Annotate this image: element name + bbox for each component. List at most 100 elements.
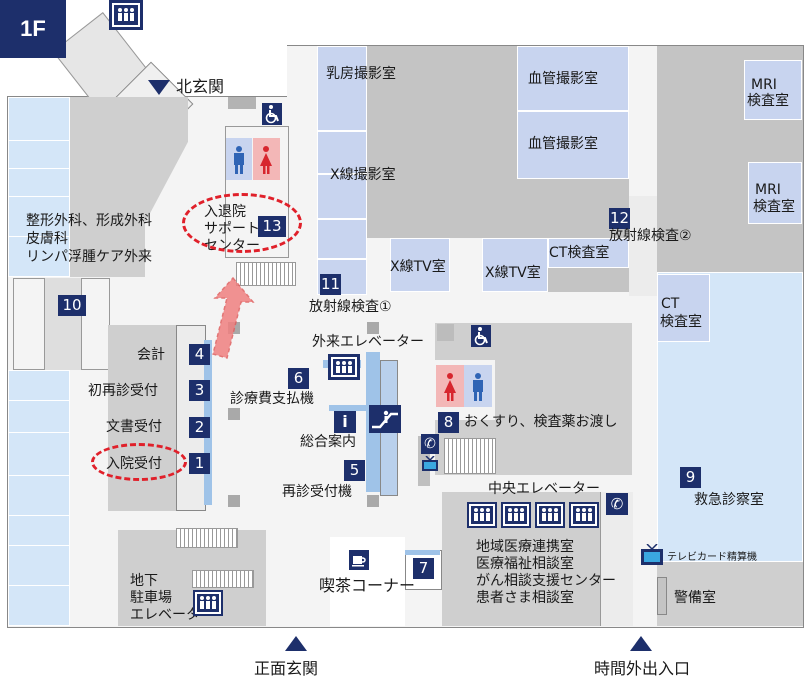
tvcard-icon (640, 543, 664, 566)
emergency-label: 救急診察室 (694, 492, 764, 508)
left-wing-room-dividers (8, 585, 70, 586)
badge-12[interactable]: 12 (609, 208, 630, 229)
female-toilet-icon (260, 146, 272, 174)
badge-7[interactable]: 7 (413, 558, 434, 579)
security-label: 警備室 (674, 590, 716, 606)
xray-label: X線撮影室 (330, 167, 396, 183)
info-icon: i (334, 411, 356, 433)
north-entrance-arrow-icon (148, 80, 170, 95)
elevator-icon-central-2 (501, 502, 531, 528)
ortho-label-1: 整形外科、形成外科 (26, 213, 152, 229)
mammography-label: 乳房撮影室 (326, 66, 396, 82)
ct-control (548, 268, 629, 292)
cashier-label: 会計 (137, 347, 165, 363)
elevator-icon-north (109, 0, 143, 30)
female-toilet-icon-2 (444, 373, 456, 401)
elevator-icon-outpatient (328, 354, 360, 380)
radiology-core (367, 46, 517, 238)
room-10-inner (44, 278, 82, 370)
wheelchair-icon (262, 103, 282, 125)
male-toilet-icon (234, 146, 244, 174)
pillar (437, 324, 454, 341)
left-wing-room-dividers (8, 400, 70, 401)
highlight-admission-support (182, 193, 302, 253)
mri-1-label: MRI (751, 77, 777, 93)
elevator-icon-parking (193, 590, 223, 616)
ortho-label-2: 皮膚科 (26, 231, 68, 247)
badge-4[interactable]: 4 (189, 344, 210, 365)
badge-11[interactable]: 11 (320, 274, 341, 295)
afterhours-entrance-label: 時間外出入口 (594, 659, 691, 678)
room-xray-b (317, 174, 367, 219)
phone-icon-2: ✆ (606, 493, 628, 515)
badge-9[interactable]: 9 (680, 467, 701, 488)
revisit-machine-label: 再診受付機 (282, 484, 352, 500)
pillar (228, 495, 240, 507)
badge-3[interactable]: 3 (189, 380, 210, 401)
cafe-icon (349, 550, 369, 570)
first-visit-label: 初再診受付 (88, 383, 158, 399)
tvcard-label: テレビカード精算機 (667, 552, 757, 563)
documents-label: 文書受付 (106, 419, 162, 435)
ortho-label-3: リンパ浮腫ケア外来 (26, 249, 152, 265)
pillar (367, 322, 379, 334)
badge-2[interactable]: 2 (189, 417, 210, 438)
room-ct (548, 238, 629, 268)
pillar (367, 495, 379, 507)
room-mri-2 (748, 162, 802, 224)
tv-icon (421, 455, 439, 472)
left-wing-room-dividers (8, 515, 70, 516)
left-wing-room-dividers (8, 168, 70, 169)
security-room (657, 562, 803, 626)
ct-room-label: CT検査室 (549, 245, 610, 261)
highlight-admission-reception (91, 443, 187, 481)
afterhours-entrance-arrow-icon (630, 636, 652, 651)
revisit-desk (368, 450, 376, 490)
radiology-2-label: 放射線検査② (609, 228, 692, 244)
elevator-icon-central-3 (535, 502, 565, 528)
badge-6[interactable]: 6 (288, 368, 309, 389)
left-wing-room-dividers (8, 475, 70, 476)
left-wing-lower-rooms (8, 370, 70, 626)
room-xray-a (317, 131, 367, 174)
pharmacy-label: おくすり、検査薬お渡し (464, 414, 618, 430)
left-wing-room-dividers (8, 140, 70, 141)
room-mri-1 (744, 60, 802, 120)
outpatient-elevator-label: 外来エレベーター (312, 334, 424, 350)
mri-1-label-2: 検査室 (747, 93, 789, 109)
radiology-1-label: 放射線検査① (309, 299, 392, 315)
main-entrance-label: 正面玄関 (254, 659, 319, 678)
phone-icon: ✆ (421, 434, 439, 454)
left-wing-room-dividers (8, 236, 70, 237)
stairs-parking (176, 528, 238, 548)
stairs-center (236, 262, 296, 286)
xraytv-2-label: X線TV室 (485, 265, 541, 281)
xraytv-1-label: X線TV室 (390, 259, 446, 275)
elevator-icon-central-4 (569, 502, 599, 528)
cafe-counter (405, 550, 442, 590)
left-wing-room (8, 97, 70, 277)
left-wing-room-dividers (8, 545, 70, 546)
consult-label-1: 地域医療連携室 (476, 539, 574, 555)
badge-5[interactable]: 5 (344, 460, 365, 481)
pillar (228, 408, 240, 420)
badge-8[interactable]: 8 (438, 412, 459, 433)
room-xraytv-1 (390, 238, 450, 292)
badge-10[interactable]: 10 (58, 295, 86, 316)
room-angio-1 (517, 46, 629, 111)
mri-2-label: MRI (755, 182, 781, 198)
escalator-icon (369, 405, 401, 433)
ct-2-label: CT (661, 296, 680, 312)
badge-1[interactable]: 1 (189, 453, 210, 474)
consult-label-2: 医療福祉相談室 (476, 556, 574, 572)
main-entrance-arrow-icon (285, 636, 307, 651)
info-desk (329, 405, 367, 411)
floor-badge: 1F (0, 0, 66, 58)
pillar (228, 97, 256, 109)
room-mammography (317, 46, 367, 131)
direction-arrow-icon (212, 276, 255, 359)
left-wing-room-dividers (8, 432, 70, 433)
room-angio-2 (517, 111, 629, 179)
corridor-radiology (629, 196, 657, 296)
central-elevator-label: 中央エレベーター (488, 481, 600, 497)
